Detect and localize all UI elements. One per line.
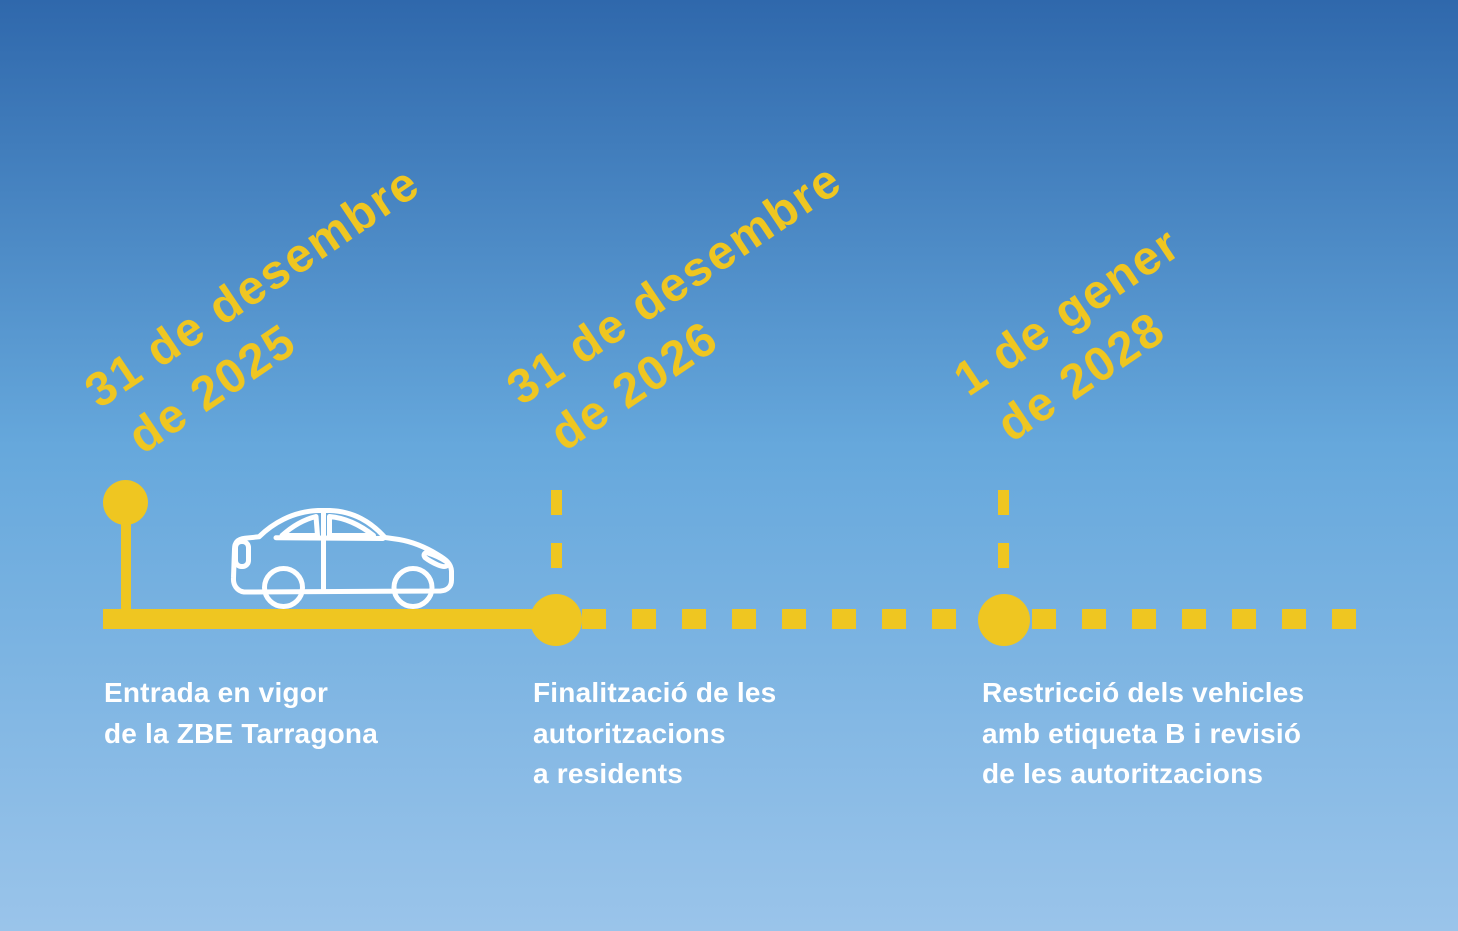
milestone-1-dot (103, 480, 148, 525)
timeline-dashed-segment (582, 609, 1356, 629)
milestone-2-caption-line3: a residents (533, 758, 684, 789)
milestone-3-dot (978, 594, 1030, 646)
milestone-2-caption-line2: autoritzacions (533, 717, 726, 749)
milestone-1-date-label: 31 de desembre de 2025 (74, 153, 467, 474)
milestone-2-dashed-connector (551, 490, 562, 594)
milestone-1-caption: Entrada en vigor de la ZBE Tarragona (104, 673, 378, 754)
milestone-1-caption-line1: Entrada en vigor (104, 677, 329, 708)
milestone-2-date-label: 31 de desembre de 2026 (496, 150, 889, 471)
milestone-3-caption-line3: de les autoritzacions (982, 758, 1264, 789)
milestone-3-caption-line2: amb etiqueta B i revisió (982, 717, 1302, 749)
milestone-2-dot (530, 594, 582, 646)
milestone-3-date-label: 1 de gener de 2028 (943, 214, 1228, 462)
milestone-1-pin-stick (121, 500, 131, 612)
car-side-outline-icon (230, 508, 454, 609)
milestone-3-dashed-connector (998, 490, 1009, 594)
milestone-2-caption-line1: Finalització de les (533, 677, 777, 708)
milestone-3-caption-line1: Restricció dels vehicles (982, 677, 1305, 708)
milestone-3-caption: Restricció dels vehicles amb etiqueta B … (982, 673, 1304, 795)
milestone-2-caption: Finalització de les autoritzacions a res… (533, 673, 776, 795)
timeline-solid-segment (103, 609, 558, 629)
milestone-1-caption-line2: de la ZBE Tarragona (104, 717, 379, 749)
